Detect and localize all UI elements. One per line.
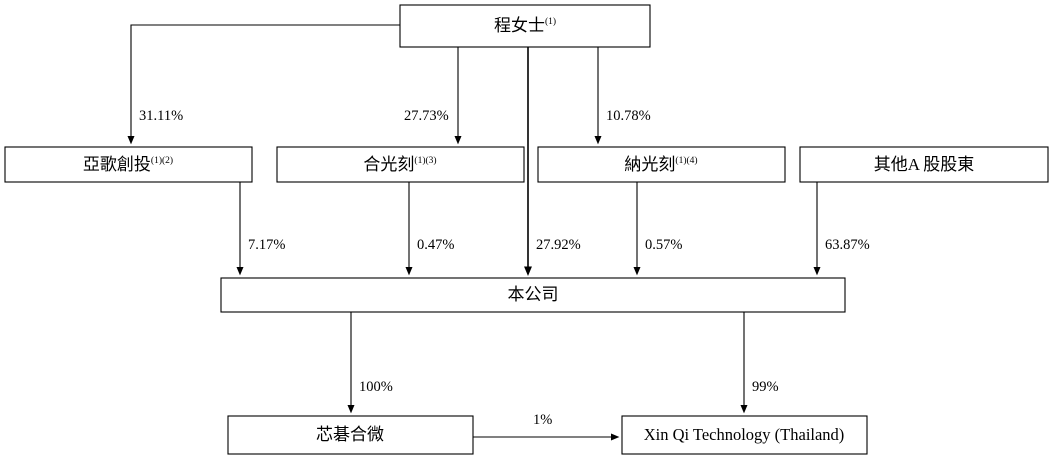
node-cheng-footnote: (1) <box>545 16 556 27</box>
node-naguangke-label: 納光刻(1)(4) <box>624 155 697 174</box>
edge-cheng-to-naguangke: 10.78% <box>594 47 651 145</box>
node-naguangke-box[interactable] <box>537 146 786 183</box>
node-other-a-shareholders[interactable]: 其他A 股股東 <box>799 146 1049 183</box>
edge-label-heguangke-to-company: 0.47% <box>417 237 454 253</box>
node-heguangke-box[interactable] <box>276 146 525 183</box>
edge-label-cheng-to-heguangke: 27.73% <box>404 108 449 124</box>
node-company[interactable]: 本公司 <box>220 277 846 313</box>
node-yage-name: 亞歌創投 <box>83 155 151 174</box>
node-xinqi-hewei[interactable]: 芯碁合微 <box>227 415 474 455</box>
edge-label-company-to-hewei: 100% <box>359 379 393 395</box>
node-company-label: 本公司 <box>508 285 559 304</box>
node-xinqi-hewei-label: 芯碁合微 <box>316 425 384 444</box>
edge-label-yage-to-company: 7.17% <box>248 237 285 253</box>
edge-cheng-to-company: 27.92% <box>524 47 581 277</box>
edge-company-to-hewei: 100% <box>347 312 393 414</box>
node-company-box[interactable] <box>220 277 846 313</box>
node-other-a-label: 其他A 股股東 <box>874 155 975 174</box>
edge-other-a-to-company: 63.87% <box>813 182 870 276</box>
edge-label-cheng-to-naguangke: 10.78% <box>606 108 651 124</box>
edge-hewei-to-thailand: 1% <box>473 412 620 441</box>
node-naguangke[interactable]: 納光刻(1)(4) <box>537 146 786 183</box>
node-cheng-label: 程女士(1) <box>494 16 556 35</box>
node-heguangke-footnote: (1)(3) <box>414 155 436 166</box>
edge-cheng-to-yage: 31.11% <box>127 24 400 145</box>
node-cheng[interactable]: 程女士(1) <box>399 4 651 48</box>
edge-cheng-to-heguangke: 27.73% <box>404 47 462 145</box>
node-xinqi-thailand-label: Xin Qi Technology (Thailand) <box>644 425 845 444</box>
node-heguangke-label: 合光刻(1)(3) <box>363 155 436 174</box>
node-cheng-box[interactable] <box>399 4 651 48</box>
node-xinqi-thailand[interactable]: Xin Qi Technology (Thailand) <box>621 415 868 455</box>
node-yage-footnote: (1)(2) <box>151 155 173 166</box>
node-other-a-box[interactable] <box>799 146 1049 183</box>
node-yage-label: 亞歌創投(1)(2) <box>83 155 173 174</box>
edge-company-to-thailand: 99% <box>740 312 779 414</box>
edge-label-cheng-to-yage: 31.11% <box>139 108 183 124</box>
edge-label-company-to-thailand: 99% <box>752 379 779 395</box>
node-naguangke-name: 納光刻 <box>624 155 675 174</box>
node-naguangke-footnote: (1)(4) <box>675 155 697 166</box>
edge-naguangke-to-company: 0.57% <box>633 182 682 276</box>
node-cheng-name: 程女士 <box>494 16 545 35</box>
edge-label-other-a-to-company: 63.87% <box>825 237 870 253</box>
node-heguangke-name: 合光刻 <box>363 155 414 174</box>
node-heguangke[interactable]: 合光刻(1)(3) <box>276 146 525 183</box>
node-yage[interactable]: 亞歌創投(1)(2) <box>4 146 253 183</box>
edge-heguangke-to-company: 0.47% <box>405 182 454 276</box>
edge-label-cheng-to-company: 27.92% <box>536 237 581 253</box>
node-xinqi-thailand-box[interactable] <box>621 415 868 455</box>
node-xinqi-hewei-box[interactable] <box>227 415 474 455</box>
edge-label-hewei-to-thailand: 1% <box>533 412 552 428</box>
edge-yage-to-company: 7.17% <box>236 182 285 276</box>
edge-label-naguangke-to-company: 0.57% <box>645 237 682 253</box>
node-yage-box[interactable] <box>4 146 253 183</box>
